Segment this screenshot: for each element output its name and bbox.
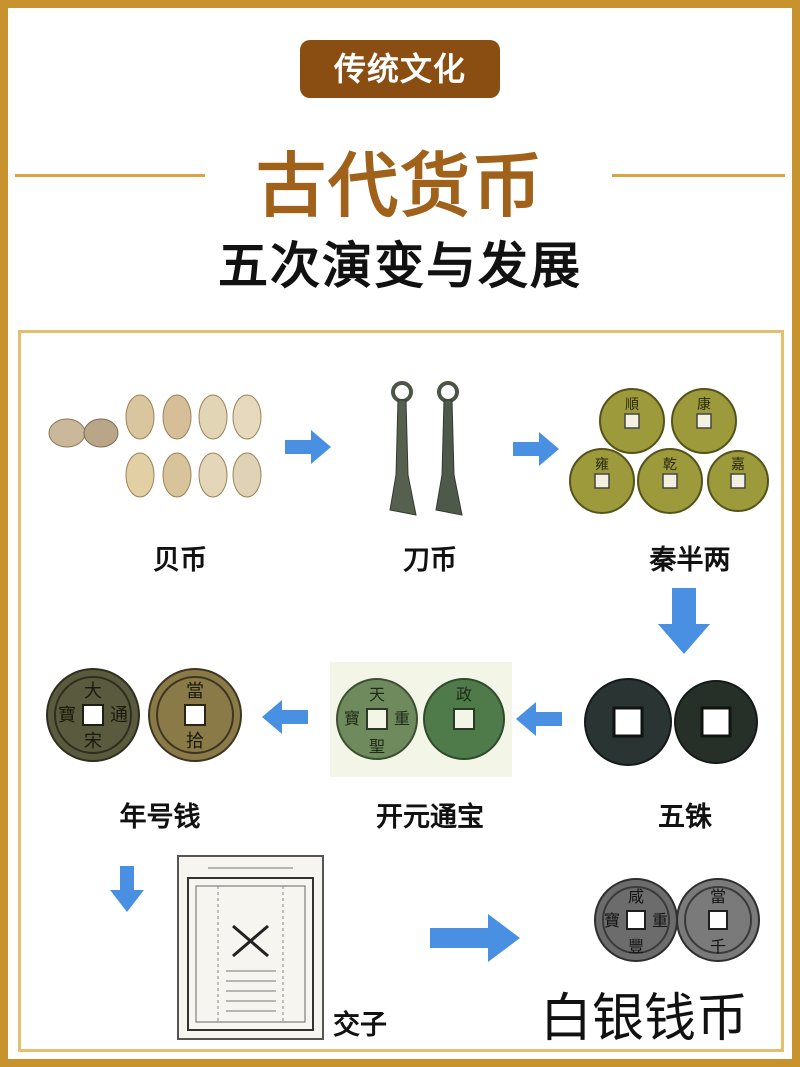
coin-char: 政 [456,685,472,704]
stage-label-knife: 刀币 [403,545,457,576]
category-tag: 传统文化 [300,40,500,98]
coin-char: 重 [394,709,410,728]
stage-label-shell: 贝币 [153,545,207,576]
arrow-left-icon [262,700,308,734]
arrow-right-icon [513,432,559,466]
coin-char: 寶 [604,911,620,930]
arrow-down-icon [110,866,144,912]
arrow-right-icon [285,430,331,464]
coin-char: 康 [697,396,711,413]
coin-char: 大 [84,681,102,702]
coin-char: 豐 [628,937,644,956]
stage-label-nianhao: 年号钱 [119,802,201,833]
coin-char: 聖 [369,737,385,756]
coin-char: 通 [110,705,128,726]
page-title: 古代货币 [256,145,544,227]
wuzhu-coins-image [584,678,758,766]
coin-char: 當 [710,887,726,906]
title-divider-right [612,174,785,177]
shell-money-image [48,394,262,498]
coin-char: 乾 [663,457,677,473]
stage-label-silver: 白银钱币 [540,989,749,1049]
stage-label-kaiyuan: 开元通宝 [376,802,484,833]
arrow-down-icon [658,588,710,654]
nianhao-coins-image: 大 宋 通 寶 當 拾 [46,668,242,762]
coin-char: 咸 [628,887,644,906]
coin-char: 寶 [58,705,76,726]
coin-char: 天 [369,685,385,704]
knife-money-image [389,381,463,516]
stage-label-wuzhu: 五铢 [658,802,712,833]
kaiyuan-coins-image: 天 重 寶 聖 政 [330,662,512,777]
jiaozi-note-image [177,855,324,1040]
coin-char: 寶 [344,709,360,728]
stage-label-jiaozi: 交子 [333,1010,387,1041]
title-divider-left [15,174,205,177]
coin-char: 嘉 [731,457,745,473]
coin-char: 雍 [595,457,609,473]
arrow-right-icon [430,914,520,962]
qin-banliang-image: 順 康 雍 乾 嘉 [569,388,769,514]
coin-char: 拾 [186,731,204,752]
coin-char: 千 [710,937,726,956]
stage-label-banliang: 秦半两 [649,545,731,576]
silver-coins-image: 咸 豐 重 寶 當 千 [594,878,760,962]
arrow-left-icon [516,702,562,736]
coin-char: 順 [625,397,639,413]
page-subtitle: 五次演变与发展 [218,237,582,295]
coin-char: 重 [652,911,668,930]
coin-char: 宋 [84,731,102,752]
coin-char: 當 [186,681,204,702]
